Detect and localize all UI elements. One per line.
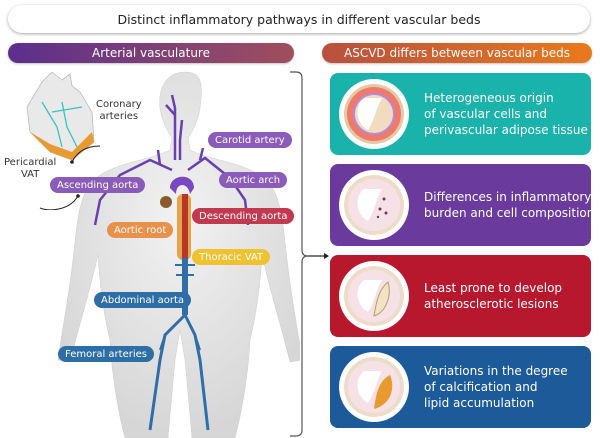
panel-2-line-1: Differences in inflammatory: [424, 190, 592, 204]
panel-calcification: Variations in the degree of calcificatio…: [330, 346, 591, 428]
panel-least-prone: Least prone to develop atherosclerotic l…: [330, 255, 591, 337]
panel-3-line-1: Least prone to develop: [424, 281, 563, 295]
panel-3-text: Least prone to develop atherosclerotic l…: [424, 280, 562, 312]
heart-illustration: [26, 72, 95, 161]
panel-4-line-2: of calcification and: [424, 380, 538, 394]
pericardial-line-2: VAT: [20, 169, 40, 180]
vessel-lesion-icon: [339, 261, 409, 331]
vessel-inflammation-icon: [339, 170, 409, 240]
carotid-artery-label: Carotid artery: [208, 132, 292, 148]
panel-4-text: Variations in the degree of calcificatio…: [424, 363, 568, 411]
panel-1-line-3: perivascular adipose tissue: [424, 123, 588, 137]
pericardial-line-1: Pericardial: [4, 157, 57, 168]
aortic-root: [160, 196, 172, 208]
panel-1-line-1: Heterogeneous origin: [424, 91, 554, 105]
panel-1-text: Heterogeneous origin of vascular cells a…: [424, 90, 588, 138]
coronary-line-2: arteries: [99, 111, 139, 122]
arrow-head-icon: [324, 253, 329, 259]
bracket-arrow: [290, 71, 329, 437]
heart-callout-lines: [39, 145, 101, 210]
aortic-root-label: Aortic root: [107, 222, 174, 238]
ascending-aorta-label: Ascending aorta: [50, 177, 146, 193]
descending-aorta-label: Descending aorta: [192, 208, 295, 224]
femoral-arteries-label: Femoral arteries: [58, 346, 154, 362]
panel-1-line-2: of vascular cells and: [424, 107, 548, 121]
arterial-vasculature-header: Arterial vasculature: [8, 43, 294, 63]
coronary-line-1: Coronary: [96, 99, 142, 110]
panel-3-line-2: atherosclerotic lesions: [424, 297, 559, 311]
ascvd-header: ASCVD differs between vascular beds: [322, 43, 592, 63]
pericardial-vat-label: Pericardial VAT: [4, 157, 56, 181]
aortic-arch: [170, 176, 194, 194]
figure-title: Distinct inflammatory pathways in differ…: [8, 5, 590, 33]
abdominal-aorta-label: Abdominal aorta: [94, 292, 192, 308]
panel-inflammatory-burden: Differences in inflammatory burden and c…: [330, 164, 594, 246]
vessel-cross-section-icon: [339, 79, 409, 149]
panel-4-line-1: Variations in the degree: [424, 364, 568, 378]
aortic-arch-label: Aortic arch: [219, 172, 288, 188]
panel-2-line-2: burden and cell composition: [424, 206, 595, 220]
thoracic-vat-label: Thoracic VAT: [192, 249, 271, 265]
panel-4-line-3: lipid accumulation: [424, 396, 535, 410]
vessel-calcification-icon: [339, 352, 409, 422]
panel-2-text: Differences in inflammatory burden and c…: [424, 189, 594, 221]
coronary-arteries-label: Coronary arteries: [96, 99, 142, 123]
panel-heterogeneous-origin: Heterogeneous origin of vascular cells a…: [330, 73, 591, 155]
